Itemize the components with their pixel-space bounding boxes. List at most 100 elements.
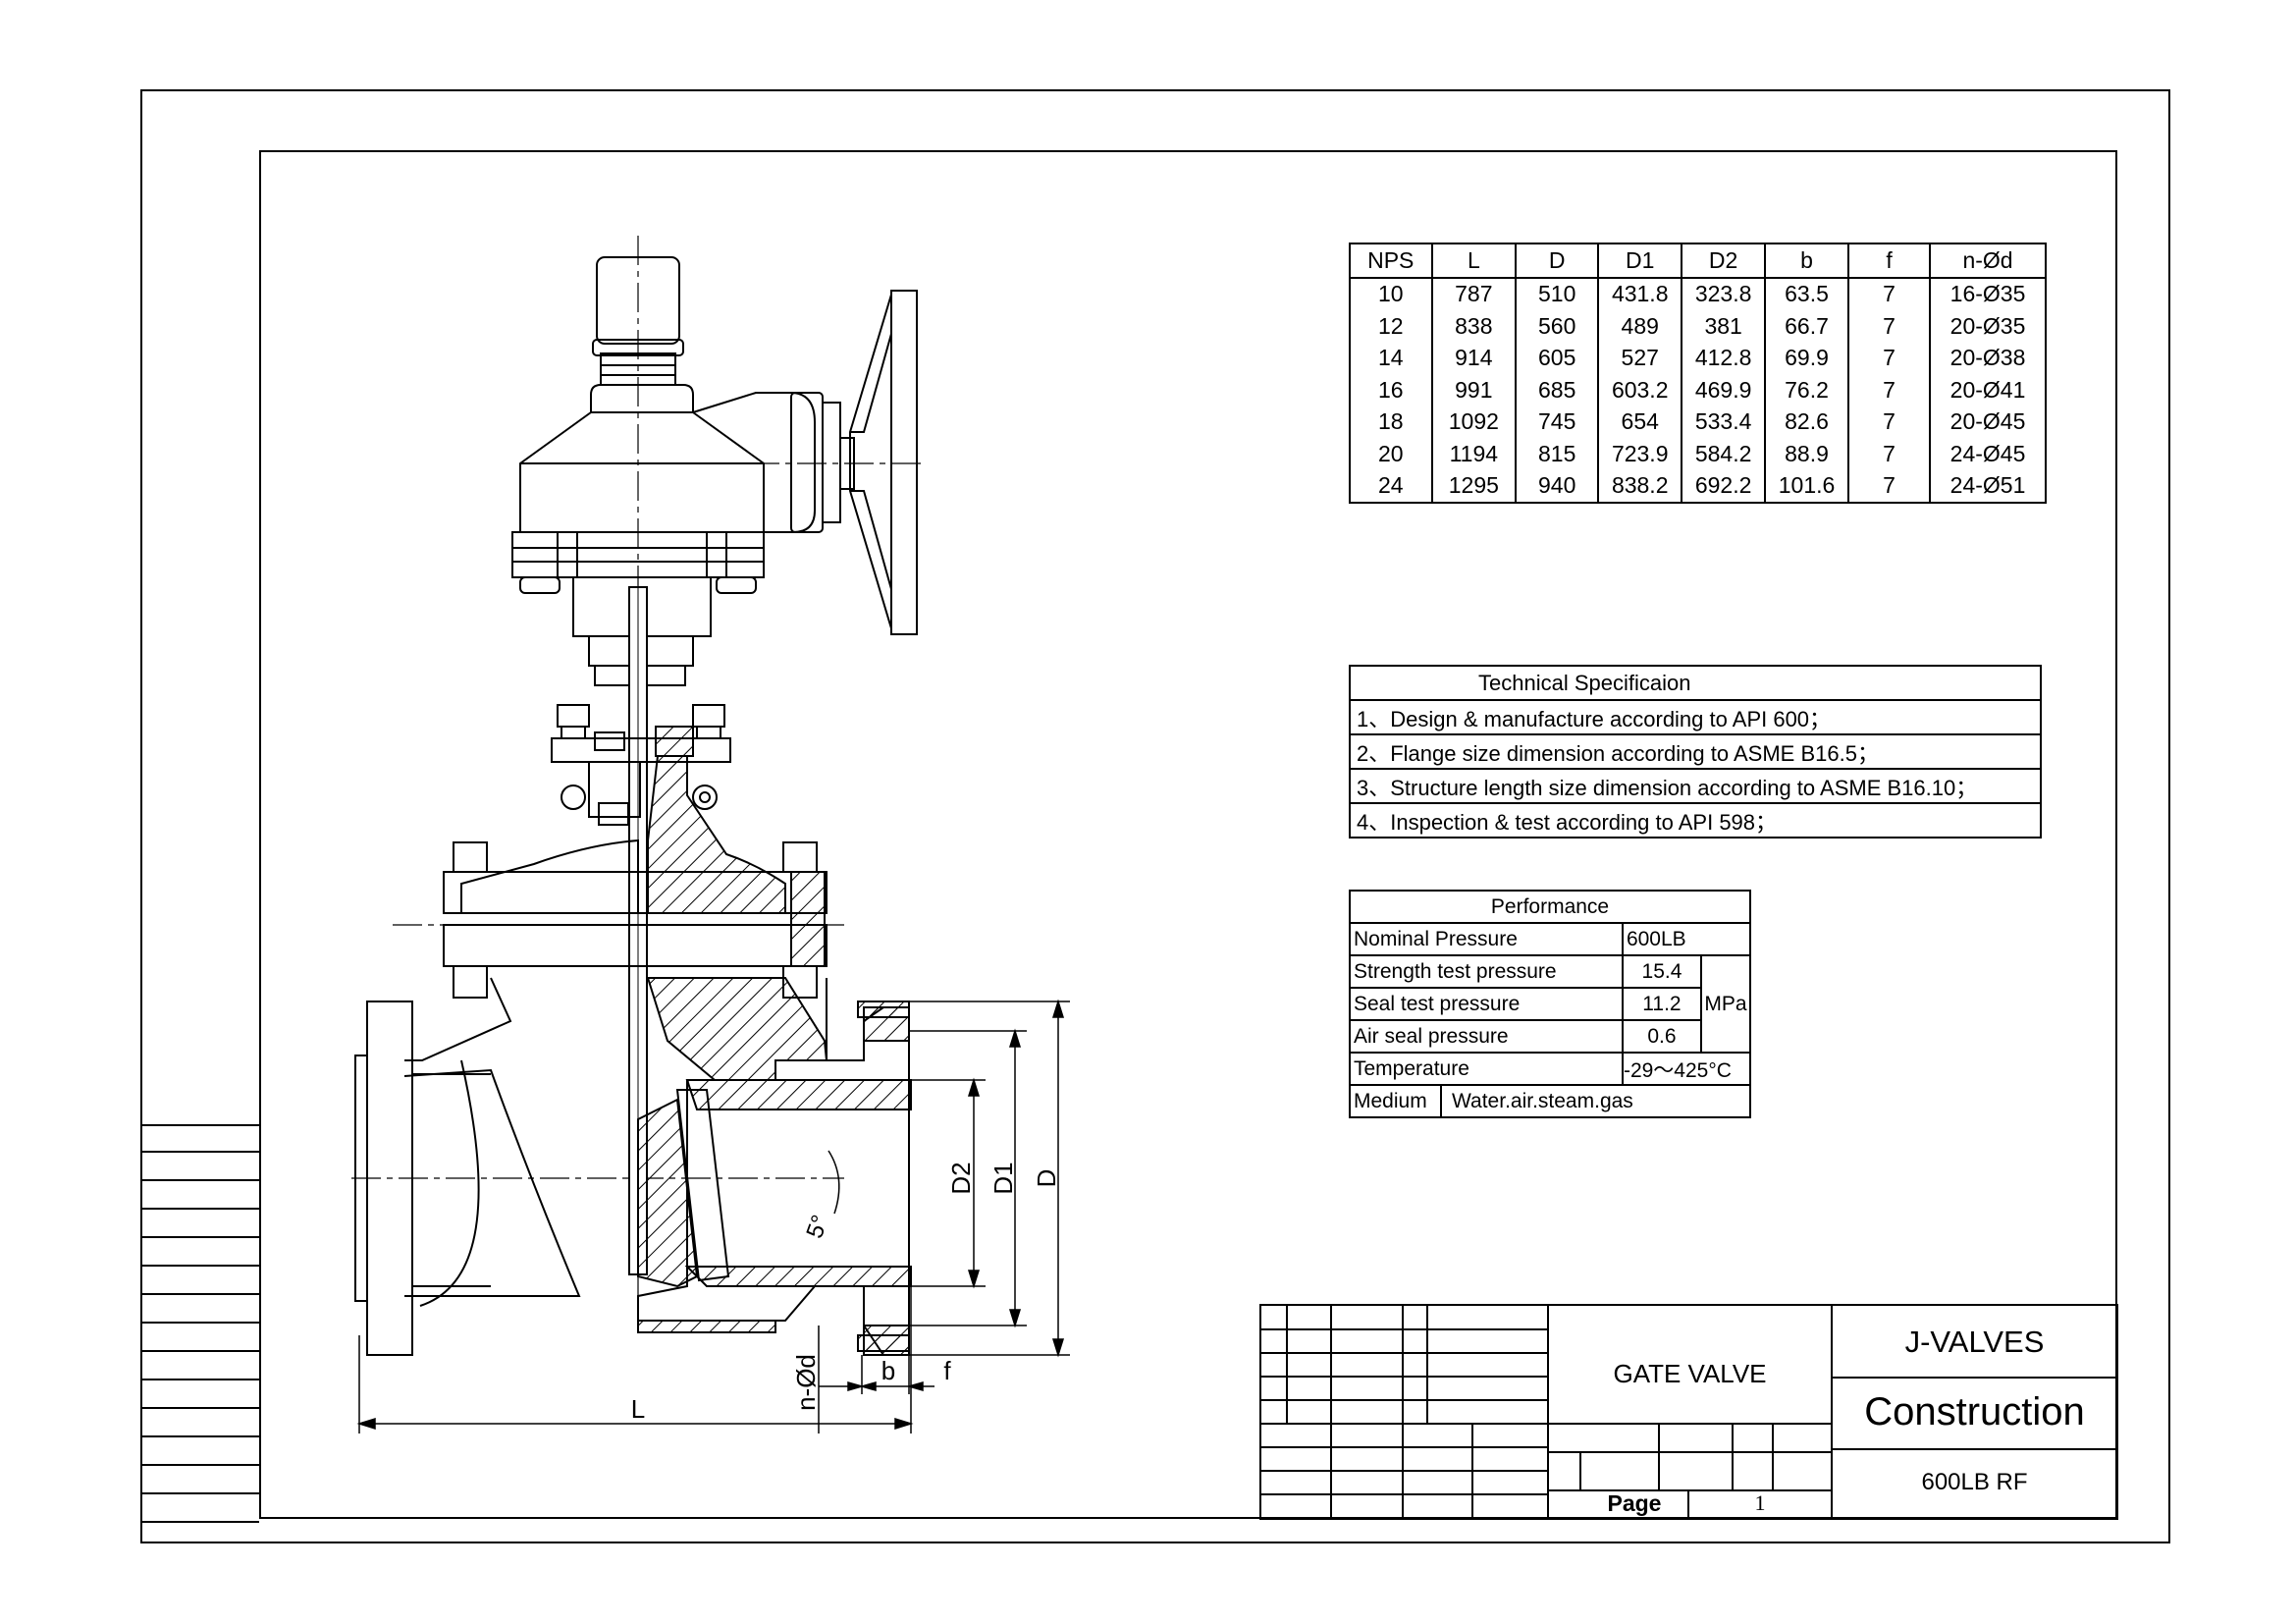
air-seal-label: Air seal pressure [1349,1019,1624,1054]
seal-test-label: Seal test pressure [1349,987,1624,1021]
dim-label-nd: n-Ød [791,1354,821,1411]
col-header: NPS [1349,243,1433,279]
temperature-value: -29～425°C [1621,1052,1752,1086]
angle-arc [828,1150,840,1215]
col-header: b [1764,243,1849,279]
cell: 14 [1349,342,1433,374]
table-header-row: NPS L D D1 D2 b f n-Ød [1349,243,2047,279]
strength-test-label: Strength test pressure [1349,954,1624,989]
dim-label-b: b [881,1356,895,1385]
pressure-unit: MPa [1699,954,1752,1054]
bonnet [443,755,828,999]
cell: 24-Ø45 [1929,438,2047,470]
cell: 16 [1349,374,1433,406]
product-name: GATE VALVE [1613,1359,1767,1388]
cell: 7 [1846,406,1932,438]
cell: 469.9 [1681,374,1767,406]
gearbox [511,384,841,594]
cell: 745 [1515,406,1600,438]
angle-label: 5° [801,1212,833,1242]
cell: 10 [1349,277,1433,310]
margin-revision-strip [140,1124,259,1543]
cell: 20-Ø38 [1929,342,2047,374]
cell: 815 [1515,438,1600,470]
drawing-type: Construction [1864,1390,2085,1434]
cell: 527 [1597,342,1683,374]
page-label: Page [1607,1490,1662,1516]
left-flange [354,1001,491,1356]
seal-test-value: 11.2 [1621,987,1702,1021]
dim-label-D1: D1 [988,1162,1018,1194]
cell: 605 [1515,342,1600,374]
cell: 723.9 [1597,438,1683,470]
cell: 1295 [1430,469,1518,504]
cell: 533.4 [1681,406,1767,438]
cell: 603.2 [1597,374,1683,406]
cell: 381 [1681,310,1767,343]
cell: 16-Ø35 [1929,277,2047,310]
cell: 940 [1515,469,1600,504]
cell: 914 [1430,342,1518,374]
cell: 412.8 [1681,342,1767,374]
cell: 76.2 [1764,374,1849,406]
cell: 24 [1349,469,1433,504]
cell: 685 [1515,374,1600,406]
nominal-pressure-label: Nominal Pressure [1349,922,1624,956]
cell: 323.8 [1681,277,1767,310]
cell: 7 [1846,438,1932,470]
cell: 584.2 [1681,438,1767,470]
list-item: 3、Structure length size dimension accord… [1349,768,2042,804]
cell: 20 [1349,438,1433,470]
technical-spec-table: Technical Specificaion 1、Design & manufa… [1349,665,2042,839]
list-item: 4、Inspection & test according to API 598… [1349,802,2042,839]
strength-test-value: 15.4 [1621,954,1702,989]
rating-label: 600LB RF [1921,1469,2028,1495]
inner-frame [259,150,2117,1519]
dim-label-D2: D2 [946,1162,976,1194]
cell: 101.6 [1764,469,1849,504]
air-seal-value: 0.6 [1621,1019,1702,1054]
cell: 18 [1349,406,1433,438]
dimension-lines [356,999,1070,1434]
tech-spec-title: Technical Specificaion [1349,665,2042,701]
cell: 63.5 [1764,277,1849,310]
cell: 66.7 [1764,310,1849,343]
cell: 7 [1846,342,1932,374]
cell: 7 [1846,374,1932,406]
cell: 692.2 [1681,469,1767,504]
nominal-pressure-value: 600LB [1621,922,1752,956]
list-item: 1、Design & manufacture according to API … [1349,699,2042,735]
cell: 560 [1515,310,1600,343]
handwheel [839,290,918,635]
cell: 431.8 [1597,277,1683,310]
outer-frame [140,89,2170,1543]
cell: 20-Ø45 [1929,406,2047,438]
cell: 1092 [1430,406,1518,438]
col-header: f [1846,243,1932,279]
gland [551,704,731,826]
performance-table: Performance Nominal Pressure 600LB Stren… [1349,890,1752,1118]
dim-label-D: D [1032,1169,1061,1188]
col-header: L [1430,243,1518,279]
title-block [1259,1304,2118,1520]
cell: 654 [1597,406,1683,438]
cell: 838.2 [1597,469,1683,504]
cell: 991 [1430,374,1518,406]
cell: 838 [1430,310,1518,343]
col-header: D [1515,243,1600,279]
cell: 88.9 [1764,438,1849,470]
page-number: 1 [1754,1490,1766,1515]
cell: 7 [1846,469,1932,504]
performance-title: Performance [1349,890,1751,924]
cell: 7 [1846,310,1932,343]
dim-label-f: f [943,1356,951,1385]
col-header: D2 [1681,243,1767,279]
